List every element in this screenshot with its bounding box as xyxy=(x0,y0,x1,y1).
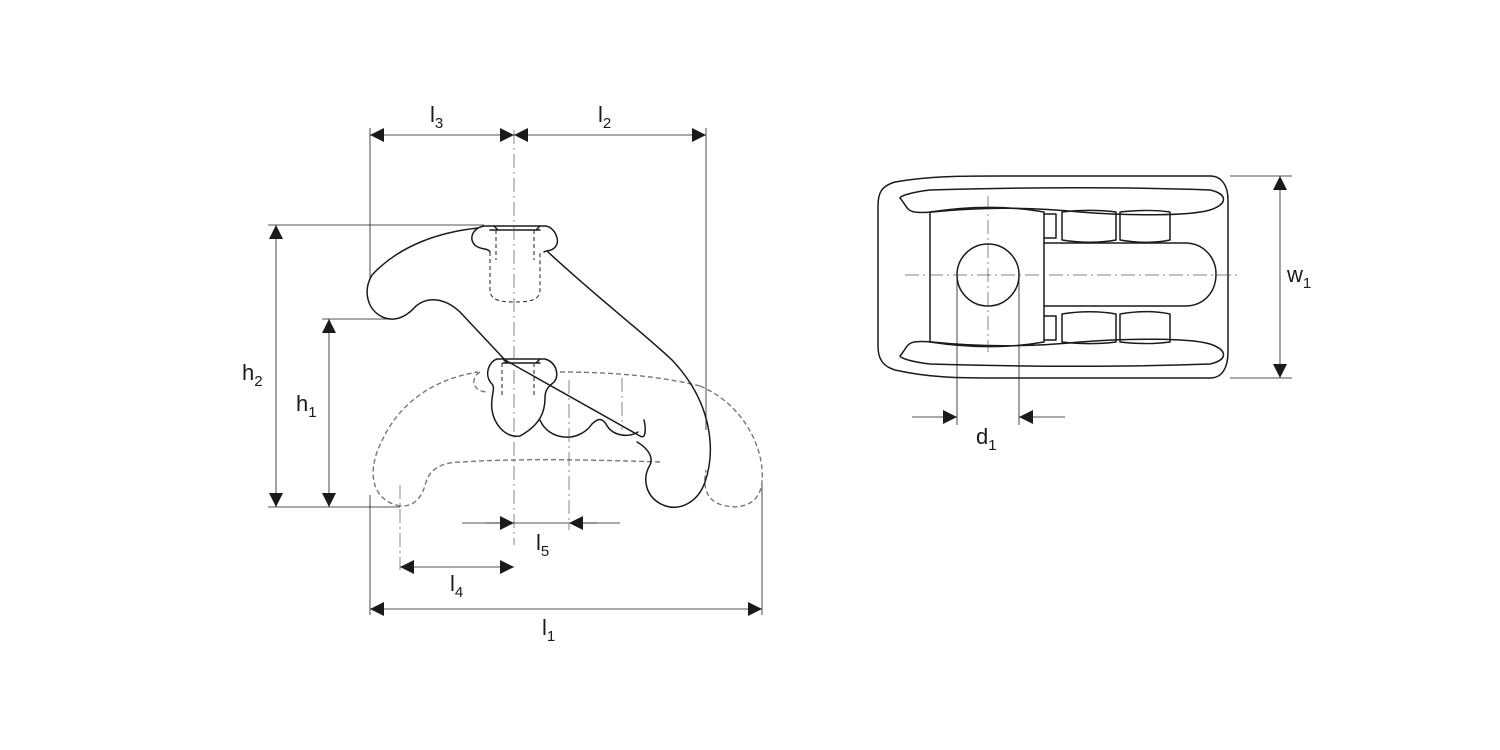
cleat-jaw-line xyxy=(504,359,646,438)
top-upper-lip xyxy=(899,186,1225,216)
label-h1: h1 xyxy=(296,391,317,421)
label-h2: h2 xyxy=(242,360,263,390)
ghost-cleat-inner-lobe xyxy=(473,371,489,393)
top-upper-rollers xyxy=(1043,209,1171,243)
top-outer-body xyxy=(877,175,1229,379)
lower-screw-boss xyxy=(486,358,558,437)
label-l1: l1 xyxy=(542,615,555,645)
lower-screw-hidden xyxy=(501,363,535,395)
label-l5: l5 xyxy=(536,530,549,560)
top-lower-rollers xyxy=(1043,311,1171,345)
label-d1: d1 xyxy=(976,424,997,454)
label-l2: l2 xyxy=(598,102,611,132)
top-view: w1 d1 xyxy=(877,175,1311,454)
upper-screw-boss xyxy=(471,225,559,253)
top-center-block xyxy=(929,206,1045,348)
label-l4: l4 xyxy=(450,571,463,601)
label-l3: l3 xyxy=(430,102,443,132)
cleat-hook-outline xyxy=(366,227,711,508)
top-slot xyxy=(1043,242,1217,307)
top-lower-lip xyxy=(899,338,1225,368)
upper-screw-head-top xyxy=(489,225,541,231)
label-w1: w1 xyxy=(1286,262,1311,292)
lower-scallops xyxy=(539,418,639,438)
upper-screw-hidden xyxy=(489,230,541,303)
side-view: l3 l2 h2 h1 l5 l4 l1 xyxy=(242,102,763,645)
ghost-cleat-outline xyxy=(372,371,763,508)
